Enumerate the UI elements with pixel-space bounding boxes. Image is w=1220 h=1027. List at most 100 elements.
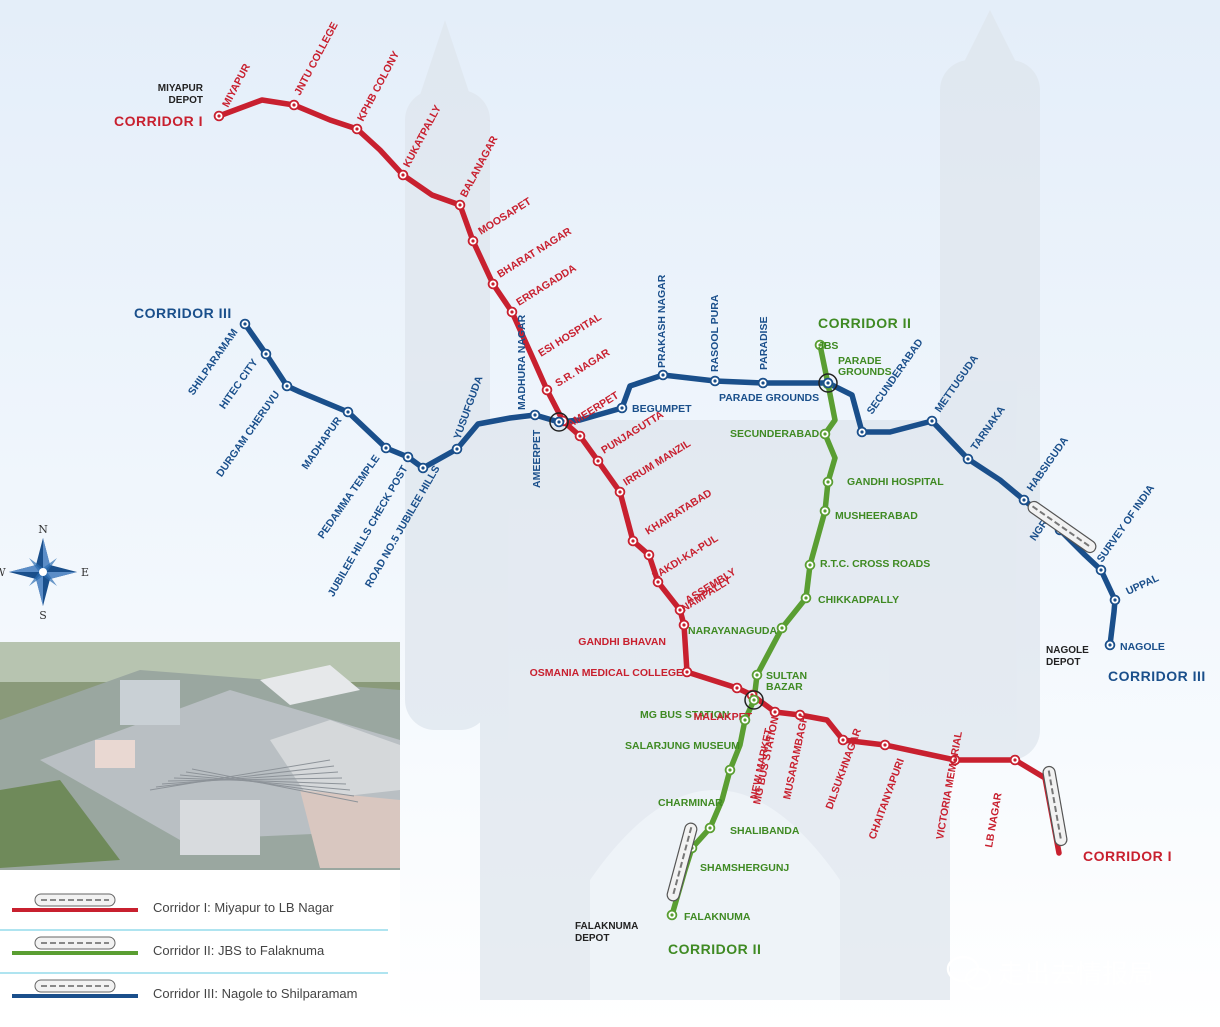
interchange-icon[interactable] — [549, 412, 569, 432]
station-dot-c1 — [682, 623, 686, 627]
station-label-malakpet-c1: MALAKPET — [694, 711, 753, 723]
station-label-r-t-c-cross-roads-c2: R.T.C. CROSS ROADS — [820, 558, 930, 570]
station-dot-c3 — [713, 379, 717, 383]
station-dot-c3 — [533, 413, 537, 417]
corridor-1-label-top: CORRIDOR I — [114, 113, 203, 129]
station-label-paradise-c3: PARADISE — [758, 317, 770, 370]
station-dot-c1 — [685, 670, 689, 674]
station-dot-c2 — [804, 596, 808, 600]
station-dot-c3 — [826, 381, 830, 385]
legend-item-label: Corridor II: JBS to Falaknuma — [153, 943, 325, 958]
station-dot-c3 — [243, 322, 247, 326]
station-dot-c2 — [818, 343, 822, 347]
station-dot-c1 — [883, 743, 887, 747]
station-dot-c2 — [752, 698, 756, 702]
station-dot-c3 — [1113, 598, 1117, 602]
station-dot-c1 — [491, 282, 495, 286]
train-icon — [666, 822, 698, 902]
legend: Corridor I: Miyapur to LB NagarCorridor … — [0, 870, 400, 1027]
station-label-sultan-bazar-1: SULTAN — [766, 670, 807, 682]
corridor-3-label-left: CORRIDOR III — [134, 305, 232, 321]
station-label-gandhi-hospital-c2: GANDHI HOSPITAL — [847, 476, 944, 488]
legend-item-label: Corridor III: Nagole to Shilparamam — [153, 986, 357, 1001]
station-dot-c1 — [656, 580, 660, 584]
compass-label-n: N — [38, 523, 48, 536]
station-label-charminar-c2: CHARMINAR — [658, 797, 723, 809]
station-dot-c2 — [670, 913, 674, 917]
corridor-2-label-bottom: CORRIDOR II — [668, 941, 761, 957]
station-label-sultan-bazar-2: BAZAR — [766, 681, 803, 693]
station-dot-c1 — [647, 553, 651, 557]
station-label-salarjung-museum-c2: SALARJUNG MUSEUM — [625, 740, 740, 752]
station-dot-c1 — [471, 239, 475, 243]
station-label-falaknuma-c2: FALAKNUMA — [684, 911, 751, 923]
nagole-depot-label-1: NAGOLE — [1046, 645, 1089, 656]
station-label-rasool-pura-c3: RASOOL PURA — [709, 294, 721, 372]
station-dot-c1 — [1013, 758, 1017, 762]
station-label-parade-grounds-c3: PARADE GROUNDS — [719, 392, 819, 404]
station-dot-c1 — [618, 490, 622, 494]
station-dot-c3 — [455, 447, 459, 451]
train-icon — [1042, 765, 1068, 847]
station-dot-c3 — [406, 455, 410, 459]
compass-label-s: S — [39, 609, 47, 622]
compass-label-w: W — [0, 566, 6, 579]
station-label-nagole-c3: NAGOLE — [1120, 641, 1165, 653]
station-dot-c1 — [217, 114, 221, 118]
interchange-icon[interactable] — [744, 690, 764, 710]
station-dot-c3 — [620, 406, 624, 410]
corridor-2-label-top: CORRIDOR II — [818, 315, 911, 331]
station-dot-c3 — [761, 381, 765, 385]
station-label-madhura-nagar-c3: MADHURA NAGAR — [516, 314, 528, 410]
watermark-text: 走出去情报局 — [998, 960, 1154, 990]
station-dot-c1 — [678, 608, 682, 612]
miyapur-depot-label-2: DEPOT — [169, 95, 203, 106]
corridor-3-label-right: CORRIDOR III — [1108, 668, 1206, 684]
interchange-icon[interactable] — [818, 373, 838, 393]
station-dot-c1 — [578, 434, 582, 438]
station-dot-c1 — [773, 710, 777, 714]
station-dot-c1 — [798, 713, 802, 717]
station-label-parade-grounds-c2-1: PARADE — [838, 355, 882, 367]
station-dot-c3 — [421, 466, 425, 470]
station-dot-c1 — [596, 459, 600, 463]
compass-label-e: E — [81, 566, 89, 579]
station-dot-c2 — [826, 480, 830, 484]
station-dot-c2 — [743, 718, 747, 722]
wechat-watermark: 走出去情报局 — [946, 955, 1154, 991]
station-dot-c1 — [292, 103, 296, 107]
station-label-chikkadpally-c2: CHIKKADPALLY — [818, 594, 899, 606]
falaknuma-depot-label-1: FALAKNUMA — [575, 921, 638, 932]
station-dot-c1 — [401, 173, 405, 177]
station-label-prakash-nagar-c3: PRAKASH NAGAR — [656, 274, 668, 368]
station-dot-c3 — [1099, 568, 1103, 572]
station-dot-c3 — [264, 352, 268, 356]
legend-item-label: Corridor I: Miyapur to LB Nagar — [153, 900, 334, 915]
station-dot-c2 — [708, 826, 712, 830]
station-dot-c1 — [545, 388, 549, 392]
station-dot-c3 — [930, 419, 934, 423]
station-dot-c3 — [346, 410, 350, 414]
station-dot-c1 — [631, 539, 635, 543]
station-label-musheerabad-c2: MUSHEERABAD — [835, 510, 918, 522]
station-label-narayanaguda-c2: NARAYANAGUDA — [688, 625, 777, 637]
station-dot-c3 — [1108, 643, 1112, 647]
station-label-gandhi-bhavan-c1: GANDHI BHAVAN — [578, 636, 666, 648]
falaknuma-depot-label-2: DEPOT — [575, 933, 609, 944]
station-dot-c1 — [510, 310, 514, 314]
depot-aerial-photo — [0, 642, 400, 870]
compass-rose-icon: N S E W — [0, 523, 89, 622]
legend-train-icon — [34, 979, 116, 993]
station-dot-c2 — [728, 768, 732, 772]
station-dot-c3 — [661, 373, 665, 377]
legend-train-icon — [34, 936, 116, 950]
corridor-1-label-bottom: CORRIDOR I — [1083, 848, 1172, 864]
train-icon — [1027, 500, 1097, 554]
station-dot-c2 — [755, 673, 759, 677]
station-dot-c3 — [557, 420, 561, 424]
station-dot-c2 — [823, 432, 827, 436]
station-dot-c1 — [458, 203, 462, 207]
wechat-logo-icon — [946, 955, 992, 991]
